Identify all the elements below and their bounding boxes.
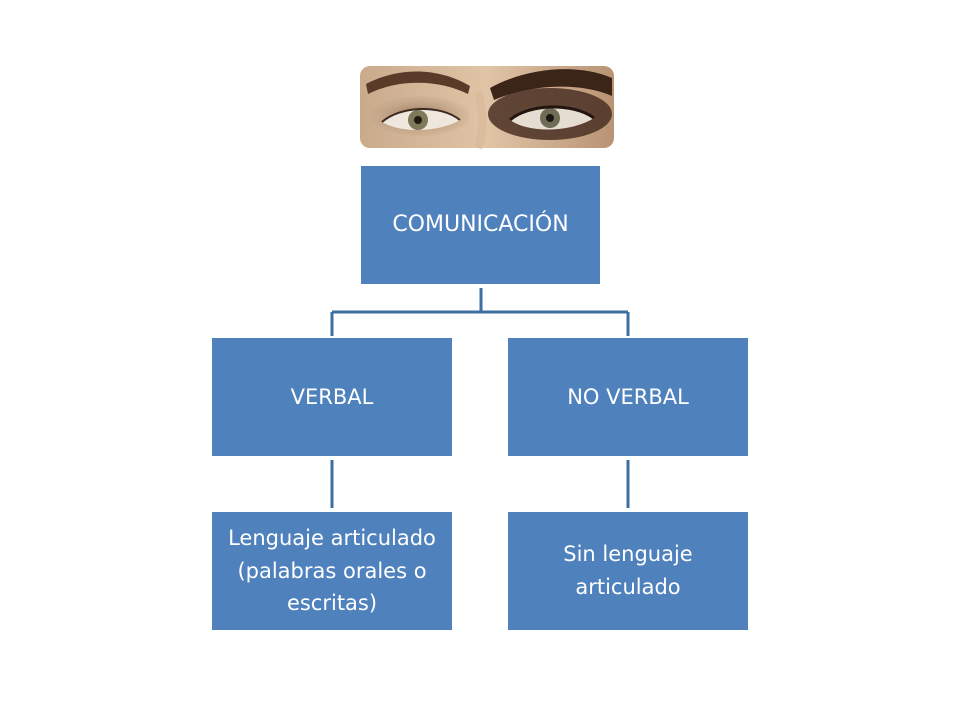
eyes-photo-icon [360,66,614,150]
node-comunicacion: COMUNICACIÓN [361,166,600,284]
node-verbal-detail-text: Lenguaje articulado (palabras orales o e… [228,526,436,616]
node-no-verbal: NO VERBAL [508,338,748,456]
node-comunicacion-label: COMUNICACIÓN [392,211,569,237]
node-verbal: VERBAL [212,338,452,456]
node-no-verbal-label: NO VERBAL [567,384,689,409]
node-no-verbal-detail-text: Sin lenguaje articulado [563,542,693,599]
node-no-verbal-detail: Sin lenguaje articulado [508,512,748,630]
node-verbal-detail: Lenguaje articulado (palabras orales o e… [212,512,452,630]
node-verbal-label: VERBAL [290,384,374,409]
